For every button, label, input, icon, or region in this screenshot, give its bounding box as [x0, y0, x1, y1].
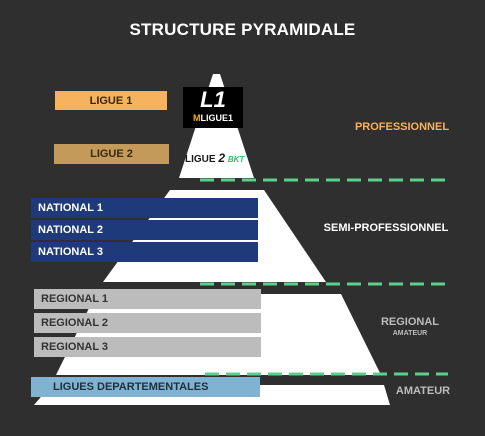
ligue2-logo-word: LIGUE — [185, 154, 216, 165]
ligue2-bar: LIGUE 2 — [54, 144, 169, 164]
regional-3-bar: REGIONAL 3 — [34, 337, 261, 357]
national-1-bar: NATIONAL 1 — [31, 198, 258, 218]
ligue2-logo: LIGUE 2 BKT — [185, 151, 249, 165]
bkt-sponsor-logo: BKT — [227, 155, 245, 164]
regional-2-bar: REGIONAL 2 — [34, 313, 261, 333]
ligue1-bar: LIGUE 1 — [55, 91, 167, 110]
departemental-bar: LIGUES DEPARTEMENTALES — [31, 377, 260, 397]
tier-label-regional: REGIONAL AMATEUR — [370, 316, 450, 340]
page-title: STRUCTURE PYRAMIDALE — [129, 20, 356, 39]
ligue1-logo: L1 MLIGUE1 — [183, 87, 243, 128]
tier-label-regional-sub: AMATEUR — [392, 330, 428, 337]
tier-label-amateur: AMATEUR — [395, 385, 451, 397]
tier-label-semi-professionnel: SEMI-PROFESSIONNEL — [323, 222, 449, 234]
mcdonalds-m-icon: M — [192, 113, 201, 123]
regional-1-bar: REGIONAL 1 — [34, 289, 261, 309]
ligue1-logo-mark: L1 — [200, 87, 226, 112]
ligue1-logo-wordmark: MLIGUE1 — [192, 113, 233, 123]
national-3-bar: NATIONAL 3 — [31, 242, 258, 262]
ligue2-logo-number: 2 — [218, 151, 226, 165]
tier-label-regional-main: REGIONAL — [380, 316, 440, 328]
national-2-bar: NATIONAL 2 — [31, 220, 258, 240]
tier-label-professionnel: PROFESSIONNEL — [354, 121, 450, 133]
